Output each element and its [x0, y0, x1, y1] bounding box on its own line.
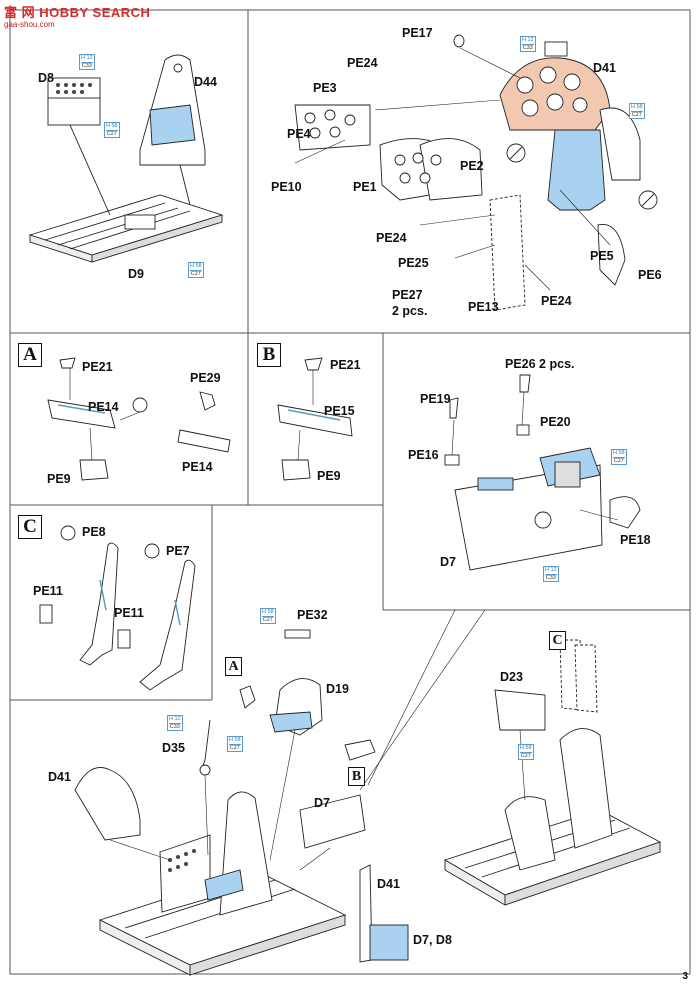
step-b-ref: B: [348, 767, 365, 786]
label-a-pe14b: PE14: [182, 460, 213, 474]
label-d7a: D7: [440, 555, 456, 569]
label-pe24c: PE24: [541, 294, 572, 308]
label-pe25: PE25: [398, 256, 429, 270]
watermark-brand: 富 网 HOBBY SEARCH: [4, 5, 151, 20]
label-d19: D19: [326, 682, 349, 696]
panel-main-assembly: [74, 629, 409, 976]
step-c-marker: C: [18, 515, 42, 539]
label-pe3: PE3: [313, 81, 337, 95]
label-d41b: D41: [48, 770, 71, 784]
lead-lines: [119, 411, 486, 791]
label-pe17: PE17: [402, 26, 433, 40]
label-b-pe15: PE15: [324, 404, 355, 418]
label-pe24b: PE24: [376, 231, 407, 245]
label-c-pe11a: PE11: [33, 584, 63, 598]
label-a-pe29: PE29: [190, 371, 221, 385]
label-d35: D35: [162, 741, 185, 755]
label-pe20: PE20: [540, 415, 571, 429]
step-c-ref: C: [549, 631, 566, 650]
panel-b: [277, 357, 353, 481]
label-d44: D44: [194, 75, 217, 89]
panel-instrument: [294, 34, 658, 311]
label-pe2: PE2: [460, 159, 484, 173]
label-d7-d8: D7, D8: [413, 933, 452, 947]
label-d8: D8: [38, 71, 54, 85]
label-pe16: PE16: [408, 448, 439, 462]
label-c-pe8: PE8: [82, 525, 106, 539]
label-a-pe14: PE14: [88, 400, 119, 414]
watermark-url: gaa-shou.com: [4, 20, 55, 29]
label-d41c: D41: [377, 877, 400, 891]
step-a-marker: A: [18, 343, 42, 367]
label-pe24a: PE24: [347, 56, 378, 70]
panel-a: [47, 357, 231, 481]
label-d23: D23: [500, 670, 523, 684]
panel-d8-d44-d9: [28, 54, 224, 263]
label-pe6: PE6: [638, 268, 662, 282]
label-a-pe9: PE9: [47, 472, 71, 486]
label-pe26: PE26 2 pcs.: [505, 357, 575, 371]
label-c-pe7: PE7: [166, 544, 190, 558]
label-pe1: PE1: [353, 180, 377, 194]
label-pe10: PE10: [271, 180, 302, 194]
label-pe27: PE27: [392, 288, 423, 302]
label-pe19: PE19: [420, 392, 451, 406]
panel-assembled-cockpit: [443, 639, 662, 906]
label-pe13: PE13: [468, 300, 499, 314]
page-number: 3: [682, 971, 688, 982]
panel-d7: [444, 374, 641, 571]
label-c-pe11b: PE11: [114, 606, 144, 620]
label-d7b: D7: [314, 796, 330, 810]
panel-c: [39, 525, 196, 691]
step-b-marker: B: [257, 343, 281, 367]
label-pe32: PE32: [297, 608, 328, 622]
label-pe18: PE18: [620, 533, 651, 547]
label-d41a: D41: [593, 61, 616, 75]
label-b-pe21: PE21: [330, 358, 361, 372]
label-pe5: PE5: [590, 249, 614, 263]
label-b-pe9: PE9: [317, 469, 341, 483]
label-pe27-qty: 2 pcs.: [392, 304, 428, 318]
label-pe4: PE4: [287, 127, 311, 141]
label-d9: D9: [128, 267, 144, 281]
panel-grid: [9, 9, 691, 975]
label-a-pe21: PE21: [82, 360, 113, 374]
step-a-ref: A: [225, 657, 242, 676]
